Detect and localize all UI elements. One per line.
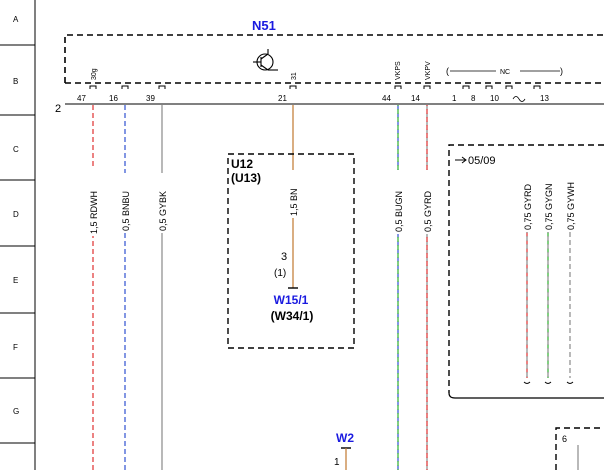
u12-box: U12 (U13) 3 (1) W15/1 (W34/1) [227,153,355,349]
corner-label: 6 [562,434,567,444]
w2-name: W2 [336,431,354,445]
ref-box: 05/09 0,75 GYRD 0,75 GYGN 0,75 GYWH [448,144,604,399]
row-label-e: E [13,276,18,285]
ref-label: 05/09 [468,155,496,167]
wire-label-39: 0,5 GYBK [158,191,168,231]
pin-21: 21 [278,94,287,103]
wire-16: 0,5 BNBU [118,105,132,470]
wire-47: 1,5 RDWH [86,105,100,470]
wire-21: 1,5 BN [286,105,300,288]
sheet-ref: 2 [55,103,61,115]
transistor-icon [253,49,278,71]
pin-markers [89,85,541,89]
u12-alt: (U13) [231,171,261,185]
pin-name-vkpv: VKPV [425,61,432,80]
pin-14: 14 [411,94,420,103]
wire-label-14: 0,5 GYRD [423,190,433,232]
ground-w2: W2 1 [334,431,354,470]
w2-pin: 1 [334,457,340,468]
arrow-right-icon [455,156,467,164]
wire-label-21: 1,5 BN [289,188,299,216]
pin-name-vkps: VKPS [395,61,402,80]
row-label-b: B [13,77,18,86]
wire-39: 0,5 GYBK [155,105,169,470]
pin-13: 13 [540,94,549,103]
module-n51: N51 30g 31 VKPS VKPV ( ) NC [55,18,604,115]
pin-name-30g: 30g [91,68,98,80]
wire-label-r2: 0,75 GYGN [544,183,554,230]
pin-1: 1 [452,94,457,103]
pin-name-31: 31 [291,72,298,80]
wire-14: 0,5 GYRD [420,105,434,470]
u12-name: U12 [231,157,253,171]
pin-16: 16 [109,94,118,103]
module-name: N51 [252,18,276,33]
ground-w15-1: W15/1 [274,293,309,307]
nc-label: NC [500,69,510,76]
wire-44: 0,5 BUGN [391,105,405,470]
corner-box: 6 [555,427,604,470]
svg-text:(: ( [446,66,449,76]
u12-pin-alt: (1) [274,268,286,279]
row-label-d: D [13,210,19,219]
u12-pin: 3 [281,251,287,263]
svg-text:): ) [560,66,563,76]
pin-47: 47 [77,94,86,103]
wire-label-47: 1,5 RDWH [89,191,99,234]
wire-label-r1: 0,75 GYRD [523,183,533,230]
row-label-c: C [13,145,19,154]
nc-bracket: ( ) NC [446,66,563,76]
row-label-a: A [13,15,19,24]
pin-10: 10 [490,94,499,103]
wire-label-r3: 0,75 GYWH [566,182,576,230]
row-label-f: F [13,343,18,352]
pin-44: 44 [382,94,391,103]
pin-8: 8 [471,94,476,103]
ground-w34-1: (W34/1) [271,309,314,323]
row-label-g: G [13,407,19,416]
wire-label-16: 0,5 BNBU [121,191,131,231]
pin-39: 39 [146,94,155,103]
row-ruler: A B C D E F G [0,0,36,470]
wire-label-44: 0,5 BUGN [394,191,404,232]
nc-wave-icon [512,96,526,102]
